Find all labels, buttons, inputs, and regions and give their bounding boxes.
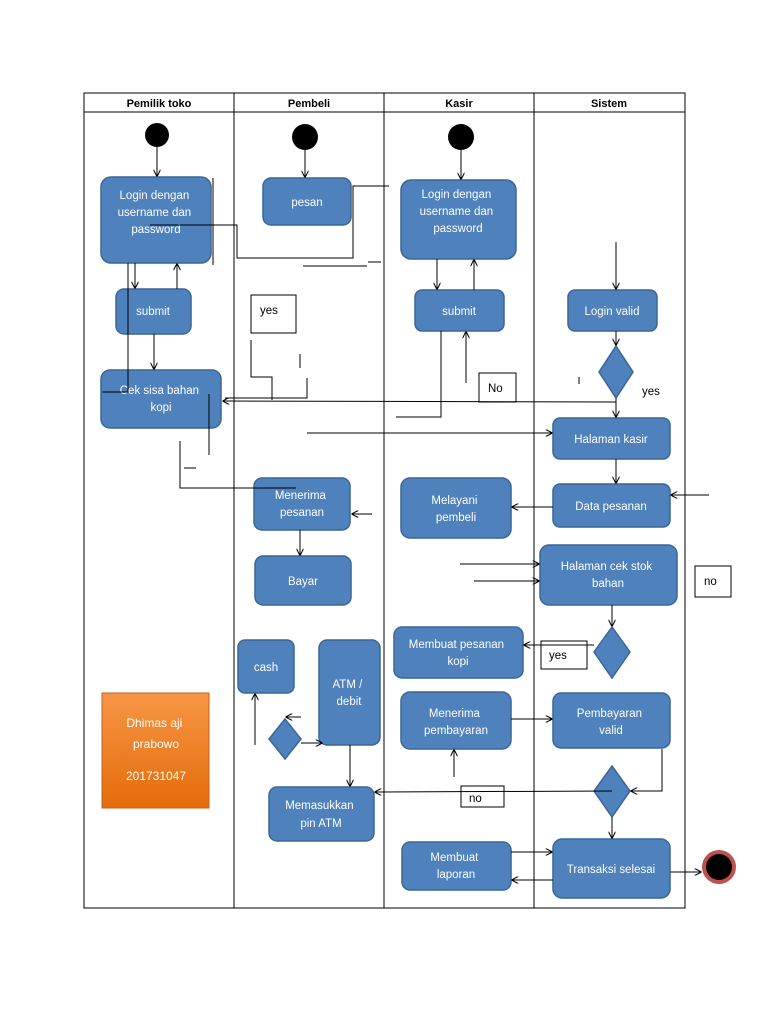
activity-membuat-laporan: Membuat laporan [401,841,512,891]
svg-text:Halaman cek stok bahan: Halaman cek stok bahan [561,561,656,590]
svg-text:ATM / debit: ATM / debit [332,679,365,708]
svg-text:Login dengan username da: Login dengan username dan password [118,190,195,236]
label-yes-stok: yes [540,640,588,670]
svg-text:Menerima pembayaran: Menerima pembayaran [424,708,488,737]
activity-pembayaran-valid: Pembayaran valid [552,692,671,749]
svg-text:no: no [704,576,717,588]
author-box: Dhimas aji prabowo 201731047 [101,692,210,809]
activity-pemilik-submit: submit [115,288,192,335]
end-node [702,850,736,884]
svg-text:Membuat pesanan kopi: Membuat pesanan kopi [409,639,507,668]
svg-text:Dhimas aji prabowo: Dhimas aji prabowo [126,716,185,751]
decision-login [598,344,634,400]
lane-title-kasir: Kasir [445,98,473,110]
decision-payment-method [268,717,302,761]
activity-login-valid: Login valid [567,289,658,332]
start-node-pembeli [292,124,318,150]
decision-stok [593,625,631,680]
svg-text:submit: submit [442,306,477,318]
svg-text:Login valid: Login valid [585,306,640,318]
activity-atm-debit: ATM / debit [318,639,381,746]
start-node-pemilik [145,123,169,147]
activity-halaman-cek-stok: Halaman cek stok bahan [539,544,678,606]
svg-text:Halaman kasir: Halaman kasir [574,434,648,446]
activity-data-pesanan: Data pesanan [552,483,671,528]
svg-text:cash: cash [254,662,278,674]
label-yes-login-valid: yes [642,386,660,398]
activity-cek-sisa-bahan: Cek sisa bahan kopi [100,369,222,429]
activity-membuat-pesanan-kopi: Membuat pesanan kopi [393,626,524,679]
activity-halaman-kasir: Halaman kasir [552,417,671,460]
svg-text:Pembayaran valid: Pembayaran valid [577,708,645,737]
activity-bayar: Bayar [254,555,352,606]
lane-title-sistem: Sistem [591,98,627,110]
lane-title-pemilik-toko: Pemilik toko [127,98,192,110]
svg-text:Melayani pembeli: Melayani pembeli [431,495,480,524]
activity-melayani-pembeli: Melayani pembeli [400,477,512,539]
activity-pesan: pesan [262,177,352,226]
activity-pemilik-login: Login dengan username dan password [100,176,212,264]
activity-menerima-pesanan: Menerima pesanan [253,477,351,531]
activity-memasukkan-pin: Memasukkan pin ATM [268,786,375,842]
label-no-pembayaran: no [460,785,505,808]
svg-text:yes: yes [549,650,567,662]
svg-text:yes: yes [260,305,278,317]
label-yes-pembeli: yes [250,294,297,334]
svg-text:Data pesanan: Data pesanan [575,501,647,513]
svg-text:no: no [469,793,482,805]
svg-text:201731047: 201731047 [126,769,186,783]
swimlane-frame [83,92,686,909]
svg-text:Bayar: Bayar [288,576,318,588]
svg-text:Membuat laporan: Membuat laporan [430,852,481,881]
svg-text:Cek sisa bahan kopi: Cek sisa bahan kopi [120,385,202,414]
svg-text:No: No [488,383,503,395]
svg-text:submit: submit [136,306,171,318]
start-node-kasir [448,124,474,150]
label-no-kasir: No [478,372,517,403]
activity-kasir-submit: submit [414,289,505,332]
svg-text:Menerima pesanan: Menerima pesanan [275,490,329,519]
svg-text:Login dengan username da: Login dengan username dan password [420,189,497,235]
svg-text:Transaksi selesai: Transaksi selesai [567,864,655,876]
activity-menerima-pembayaran: Menerima pembayaran [400,691,512,750]
label-no-stok: no [694,565,732,598]
activity-kasir-login: Login dengan username dan password [400,179,517,260]
svg-text:pesan: pesan [291,197,322,209]
svg-text:Memasukkan pin ATM: Memasukkan pin ATM [285,800,357,830]
lane-title-pembeli: Pembeli [288,98,330,110]
connectors [102,147,709,880]
activity-transaksi-selesai: Transaksi selesai [552,838,671,899]
activity-cash: cash [237,639,295,694]
